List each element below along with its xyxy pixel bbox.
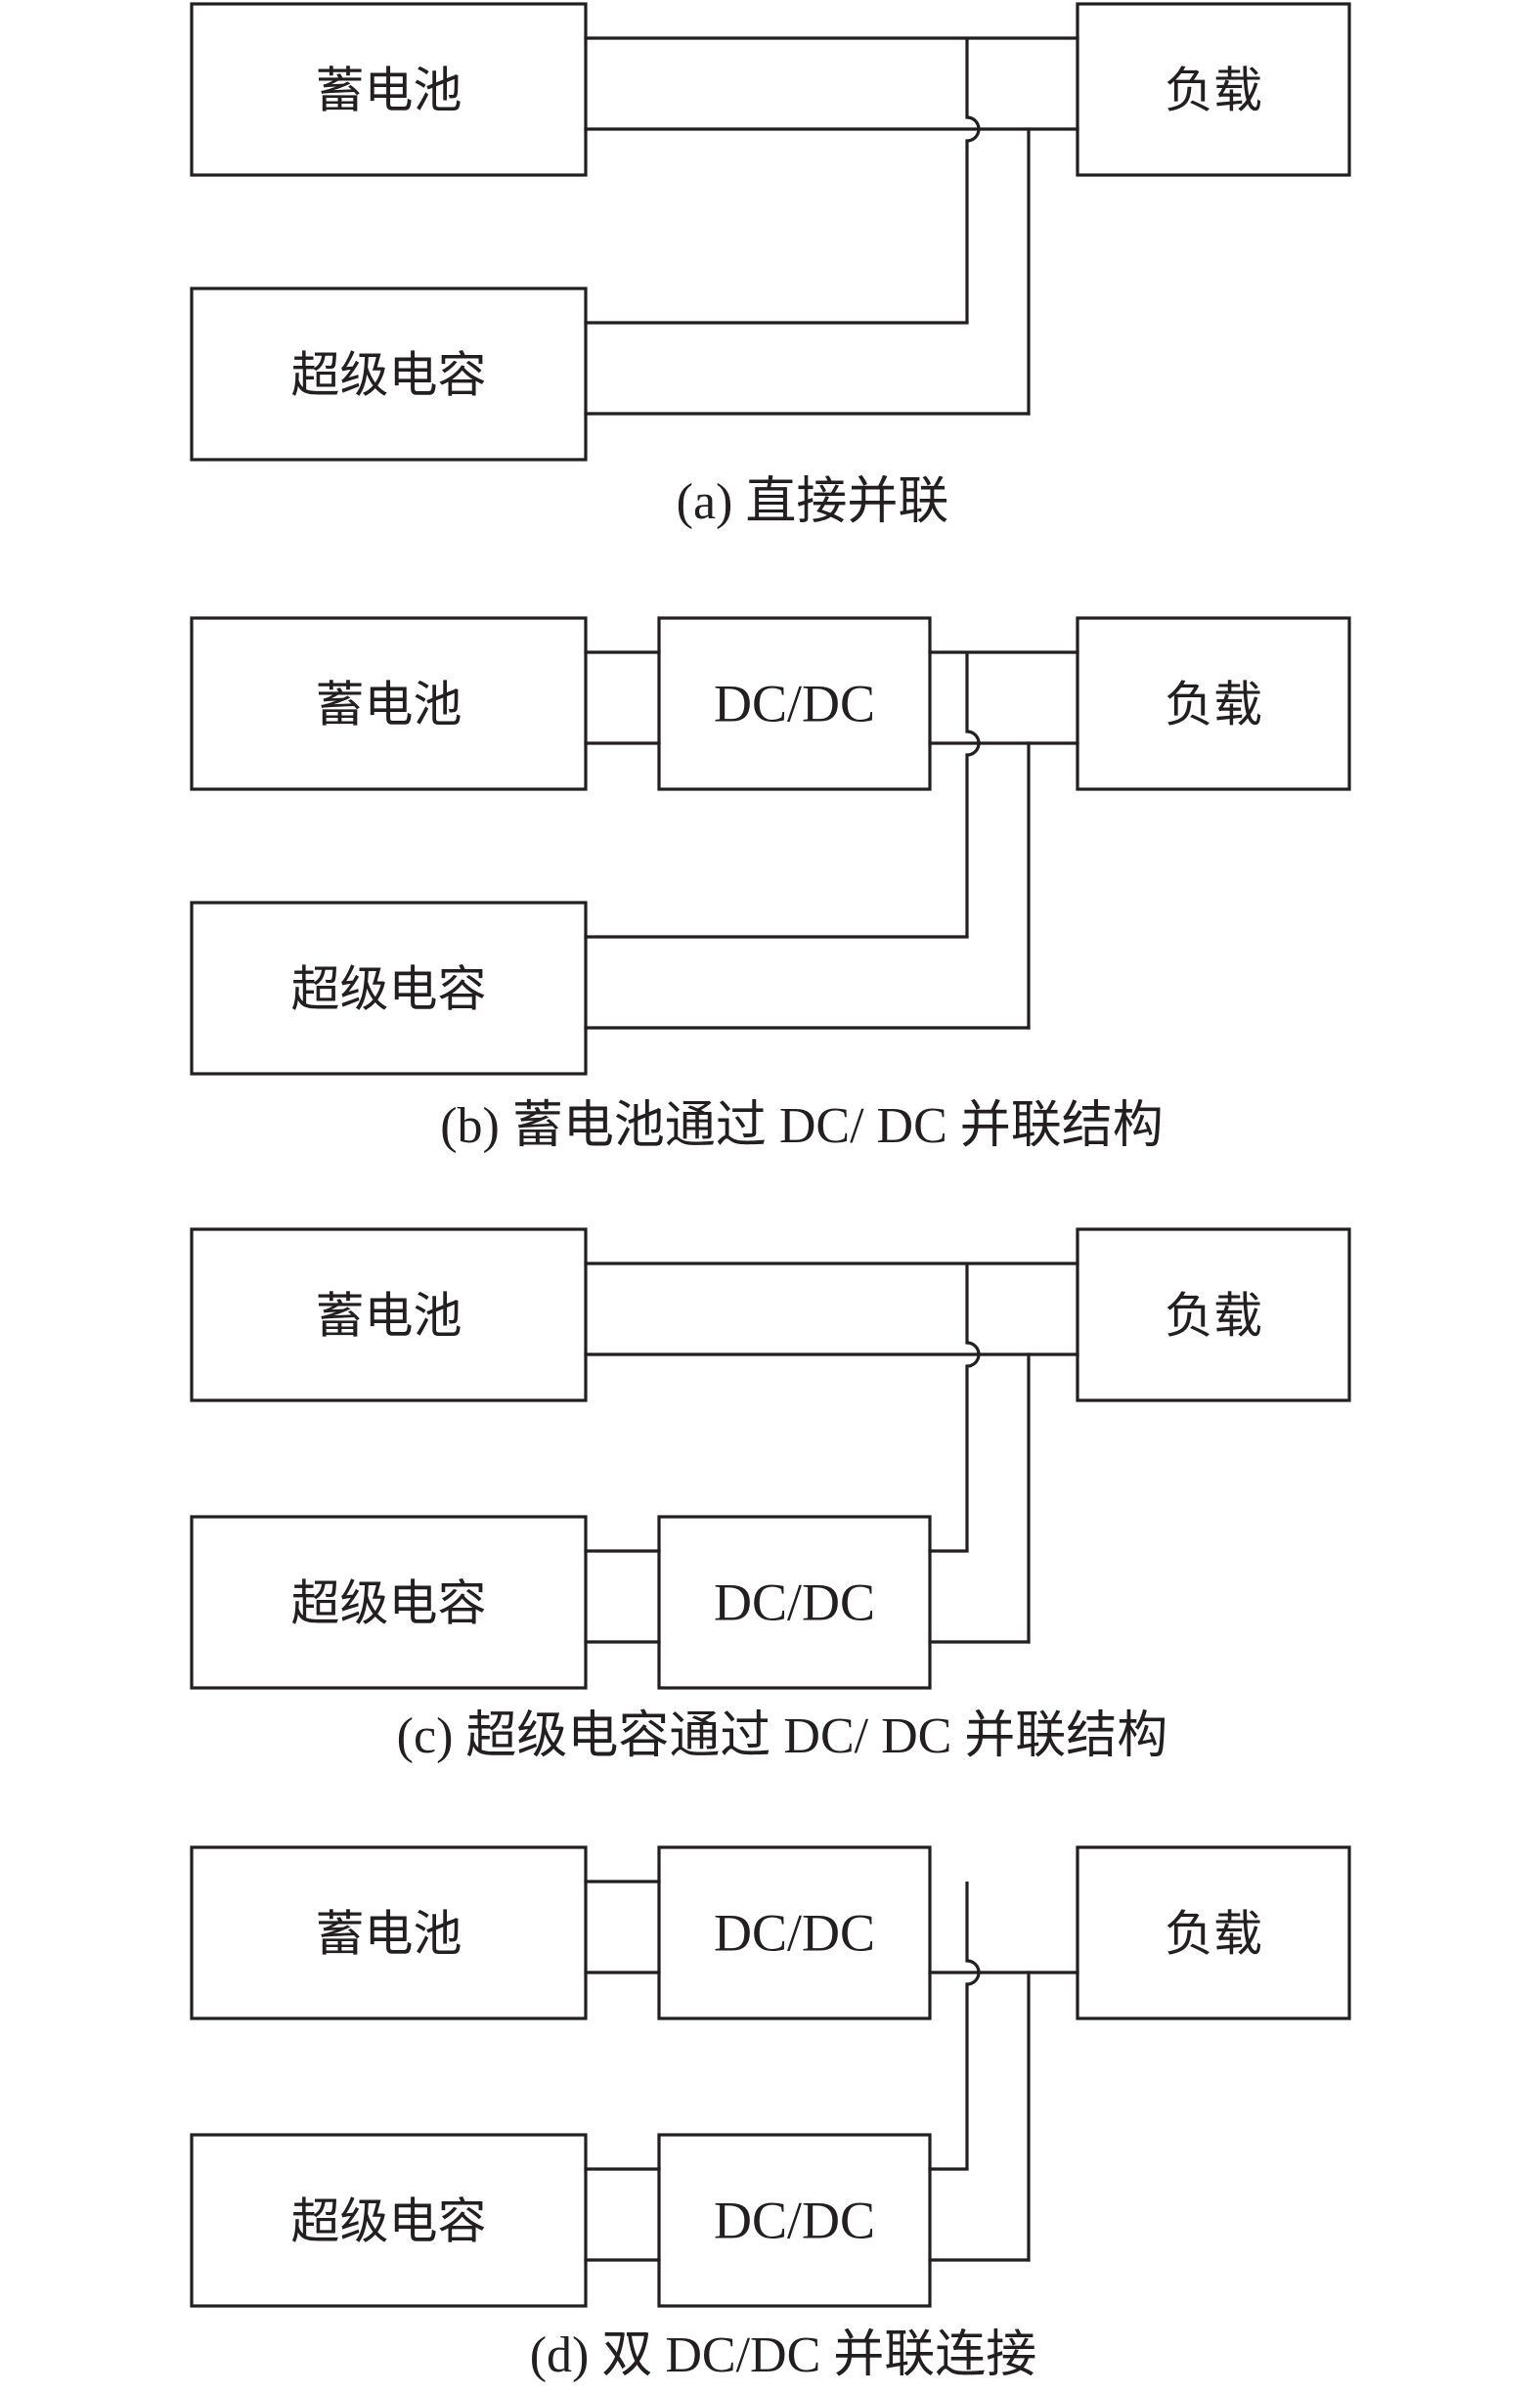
panel-caption: (b) 蓄电池通过 DC/ DC 并联结构 (440, 1098, 1164, 1154)
panel-caption: (a) 直接并联 (677, 474, 949, 530)
supercap-label: 超级电容 (291, 1575, 487, 1632)
load-box (1076, 1227, 1351, 1402)
load-box (1076, 1845, 1351, 2020)
supercap-box (190, 287, 588, 462)
supercap-dcdc-box (657, 2133, 932, 2308)
panel-caption: (d) 双 DC/DC 并联连接 (530, 2327, 1037, 2383)
supercap-dcdc-box (657, 1515, 932, 1690)
load-box (1076, 616, 1351, 791)
supercap-dcdc-label: DC/DC (714, 1573, 875, 1632)
panel-caption: (c) 超级电容通过 DC/ DC 并联结构 (397, 1708, 1168, 1764)
load-box (1076, 2, 1351, 177)
vertical-bus-wire-1-with-crossover (965, 1882, 981, 2169)
supercap-label: 超级电容 (291, 347, 487, 404)
supercap-dcdc-label: DC/DC (714, 2192, 875, 2250)
battery-box (190, 1227, 588, 1402)
battery-label: 蓄电池 (316, 63, 462, 119)
battery-label: 蓄电池 (316, 1288, 462, 1345)
battery-box (190, 2, 588, 177)
battery-dcdc-label: DC/DC (714, 675, 875, 733)
supercap-box (190, 901, 588, 1076)
load-label: 负载 (1165, 63, 1262, 119)
battery-label: 蓄电池 (316, 677, 462, 733)
supercap-label: 超级电容 (291, 961, 487, 1018)
battery-box (190, 1845, 588, 2020)
battery-dcdc-box (657, 1845, 932, 2020)
supercap-box (190, 2133, 588, 2308)
battery-dcdc-box (657, 616, 932, 791)
battery-label: 蓄电池 (316, 1906, 462, 1963)
supercap-label: 超级电容 (291, 2194, 487, 2250)
battery-box (190, 616, 588, 791)
load-label: 负载 (1165, 1906, 1262, 1963)
battery-dcdc-label: DC/DC (714, 1904, 875, 1963)
load-label: 负载 (1165, 677, 1262, 733)
vertical-bus-wire-1-with-crossover (965, 652, 981, 937)
supercap-box (190, 1515, 588, 1690)
load-label: 负载 (1165, 1288, 1262, 1345)
vertical-bus-wire-1-with-crossover (965, 38, 981, 323)
vertical-bus-wire-1-with-crossover (965, 1263, 981, 1551)
